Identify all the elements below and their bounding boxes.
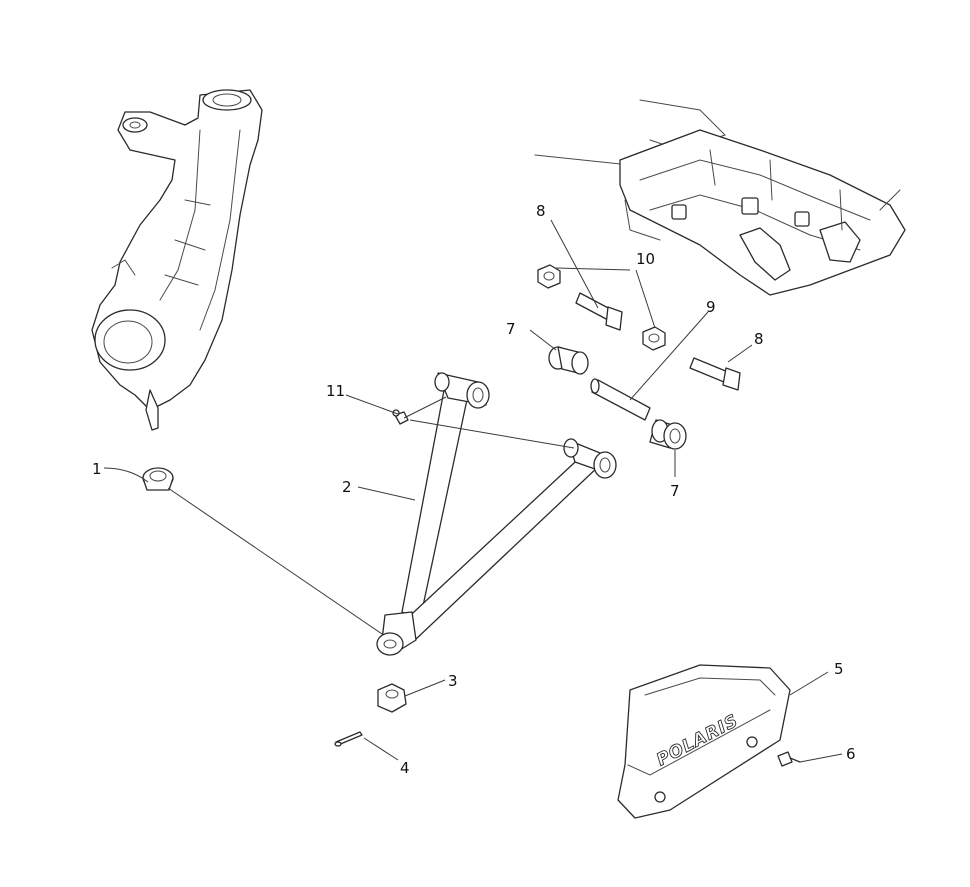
castle-nut xyxy=(377,683,407,713)
flange-nut-left xyxy=(537,264,561,289)
a-arm-guard: POLARIS xyxy=(617,664,791,819)
callout-7-upper: 7 xyxy=(506,320,516,338)
bushing-lower xyxy=(649,419,687,450)
bolt-upper xyxy=(575,292,623,331)
callout-8-right: 8 xyxy=(754,330,764,348)
cotter-pin xyxy=(334,731,363,747)
bushing-upper xyxy=(548,346,589,375)
callout-3: 3 xyxy=(448,672,458,690)
pivot-sleeve xyxy=(590,378,651,421)
ball-joint-cap xyxy=(142,467,174,491)
callout-10: 10 xyxy=(636,250,655,268)
frame-section xyxy=(534,99,906,296)
leader-lines xyxy=(103,219,843,763)
bolt-right xyxy=(689,357,741,391)
callout-1: 1 xyxy=(92,460,102,478)
callout-8-upper: 8 xyxy=(536,202,546,220)
callout-5: 5 xyxy=(834,660,844,678)
a-arm xyxy=(376,372,617,656)
callout-9: 9 xyxy=(706,298,716,316)
steering-knuckle xyxy=(91,89,263,431)
callout-6: 6 xyxy=(846,745,856,763)
guard-screw xyxy=(777,751,801,767)
flange-nut-right xyxy=(642,326,666,351)
callout-11: 11 xyxy=(326,382,345,400)
callout-7-lower: 7 xyxy=(670,482,680,500)
callout-numbers: 1 2 3 4 5 6 7 7 8 8 9 10 11 xyxy=(92,202,856,777)
callout-4: 4 xyxy=(400,759,410,777)
callout-2: 2 xyxy=(342,478,352,496)
